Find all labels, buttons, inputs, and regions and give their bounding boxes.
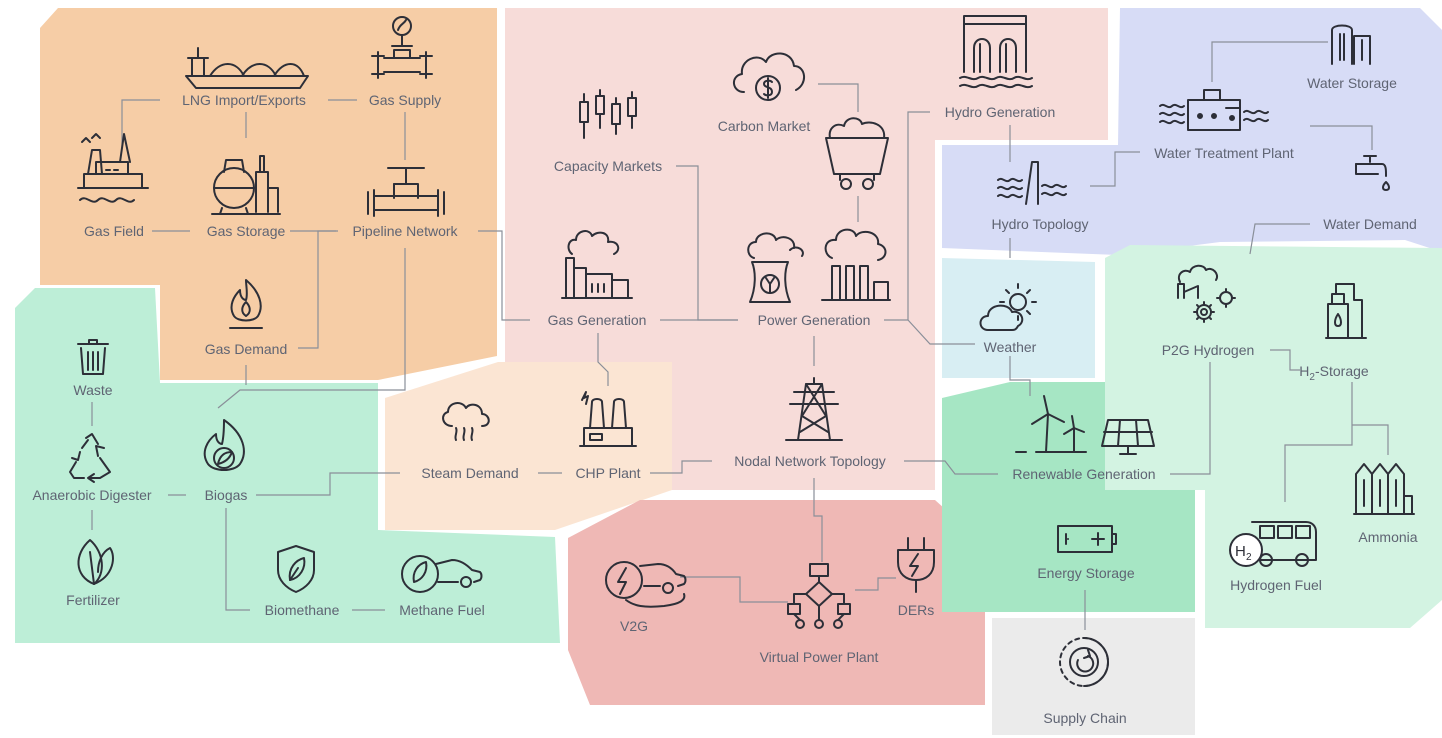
label-ders: DERs xyxy=(898,602,935,618)
flowchart-icon xyxy=(787,563,851,629)
lng-ship-icon xyxy=(185,47,309,89)
label-water-treatment: Water Treatment Plant xyxy=(1154,145,1294,161)
label-supply-chain: Supply Chain xyxy=(1043,710,1126,726)
label-methane-fuel: Methane Fuel xyxy=(399,602,485,618)
label-gas-storage: Gas Storage xyxy=(207,223,286,239)
solar-panel-icon xyxy=(1101,419,1155,455)
p2g-factory-icon xyxy=(1177,264,1236,323)
label-carbon-market: Carbon Market xyxy=(718,118,811,134)
trash-bin-icon xyxy=(77,339,109,375)
label-h2-storage: H2-Storage xyxy=(1299,363,1369,383)
nuclear-plant-icon xyxy=(747,232,804,303)
label-chp-plant: CHP Plant xyxy=(575,465,640,481)
label-lng: LNG Import/Exports xyxy=(182,92,306,108)
shield-leaf-icon xyxy=(277,545,315,593)
label-hydro-topology: Hydro Topology xyxy=(991,216,1088,232)
region-supply xyxy=(992,618,1195,735)
connectors xyxy=(91,41,1389,630)
label-virtual-power-plant: Virtual Power Plant xyxy=(760,649,879,665)
label-v2g: V2G xyxy=(620,618,648,634)
label-weather: Weather xyxy=(984,339,1037,355)
supply-chain-icon xyxy=(1059,637,1109,687)
oil-rig-icon xyxy=(77,133,149,203)
factory-icon xyxy=(561,230,633,299)
label-power-generation: Power Generation xyxy=(758,312,871,328)
h2-tank-icon xyxy=(1325,283,1367,339)
label-ammonia: Ammonia xyxy=(1358,529,1417,545)
gas-storage-tank-icon xyxy=(211,155,281,215)
chp-plant-icon xyxy=(579,391,637,447)
label-capacity-markets: Capacity Markets xyxy=(554,158,662,174)
flame-icon xyxy=(229,279,263,329)
label-p2g-hydrogen: P2G Hydrogen xyxy=(1162,342,1255,358)
svg-text:H: H xyxy=(1235,543,1246,560)
weather-icon xyxy=(979,283,1037,331)
transmission-tower-icon xyxy=(785,377,843,441)
label-energy-storage: Energy Storage xyxy=(1037,565,1134,581)
regions xyxy=(15,8,1442,735)
label-biomethane: Biomethane xyxy=(265,602,340,618)
power-plant-smoke-icon xyxy=(821,228,891,301)
ammonia-silo-icon xyxy=(1353,463,1415,515)
label-water-storage: Water Storage xyxy=(1307,75,1397,91)
gas-valve-icon xyxy=(371,16,433,79)
label-hydro-generation: Hydro Generation xyxy=(945,104,1056,120)
label-gas-supply: Gas Supply xyxy=(369,92,441,108)
icons: H 2 xyxy=(69,15,1415,687)
water-treatment-icon xyxy=(1159,89,1269,131)
label-anaerobic-digester: Anaerobic Digester xyxy=(32,487,151,503)
steam-cloud-icon xyxy=(442,402,490,441)
label-nodal-network: Nodal Network Topology xyxy=(734,453,886,469)
label-waste: Waste xyxy=(73,382,112,398)
hydro-dam-icon xyxy=(997,161,1067,205)
plug-icon xyxy=(897,537,935,593)
coal-cart-icon xyxy=(825,117,889,190)
candlestick-chart-icon xyxy=(579,89,637,139)
dollar-cloud-icon xyxy=(733,52,805,101)
eco-car-icon xyxy=(401,555,483,593)
svg-text:2: 2 xyxy=(1246,552,1252,563)
ev-charging-car-icon xyxy=(605,561,687,608)
label-fertilizer: Fertilizer xyxy=(66,592,120,608)
hydrogen-bus-icon: H 2 xyxy=(1229,521,1317,567)
label-water-demand: Water Demand xyxy=(1323,216,1417,232)
wind-turbine-icon xyxy=(1015,395,1087,453)
region-hydrogen xyxy=(1105,245,1442,628)
water-tower-icon xyxy=(1331,24,1371,65)
label-biogas: Biogas xyxy=(205,487,248,503)
label-gas-demand: Gas Demand xyxy=(205,341,287,357)
dam-icon xyxy=(959,15,1033,89)
label-steam-demand: Steam Demand xyxy=(421,465,518,481)
label-pipeline-network: Pipeline Network xyxy=(352,223,458,239)
region-water xyxy=(942,8,1442,255)
labels: LNG Import/Exports Gas Supply Gas Field … xyxy=(32,75,1417,726)
recycle-icon xyxy=(69,433,111,483)
pipeline-valve-icon xyxy=(367,167,445,217)
faucet-icon xyxy=(1355,155,1390,191)
label-gas-field: Gas Field xyxy=(84,223,144,239)
leaf-icon xyxy=(77,539,114,585)
battery-icon xyxy=(1057,525,1117,553)
label-gas-generation: Gas Generation xyxy=(548,312,647,328)
biogas-leaf-flame-icon xyxy=(203,419,245,471)
label-hydrogen-fuel: Hydrogen Fuel xyxy=(1230,577,1322,593)
region-bio xyxy=(15,288,560,643)
label-renewable-generation: Renewable Generation xyxy=(1012,466,1155,482)
